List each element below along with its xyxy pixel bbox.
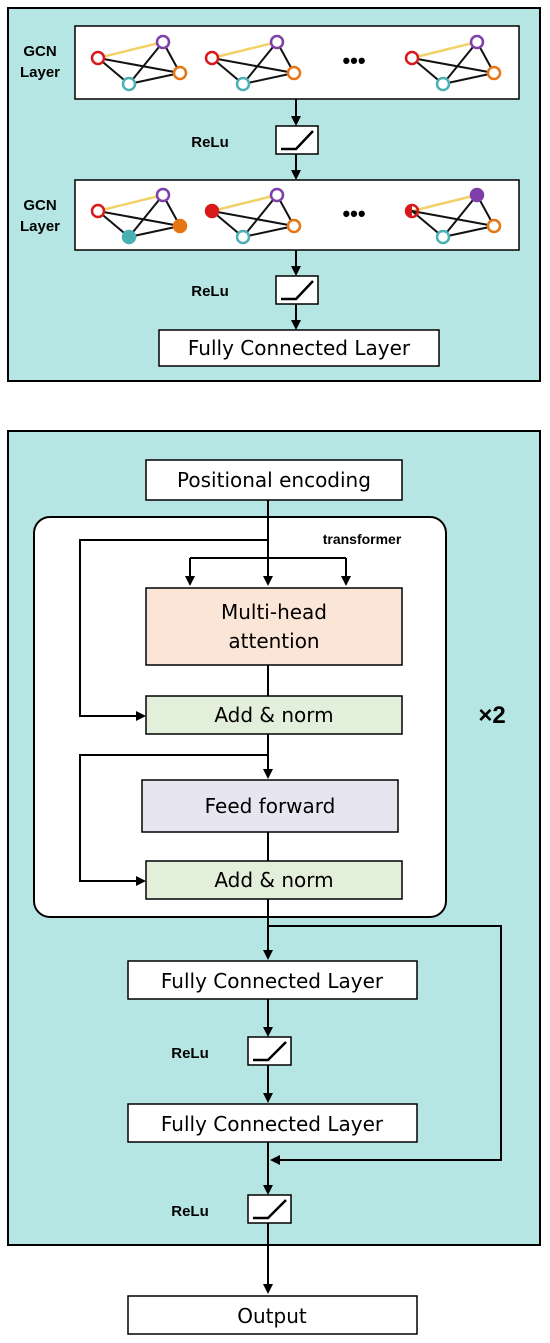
ellipsis-2: ••• xyxy=(342,201,365,226)
relu-activation-icon xyxy=(275,125,319,155)
output-box xyxy=(127,1295,418,1335)
multi-head-attention-label-line1: Multi-head xyxy=(221,600,327,624)
add-norm-label-2: Add & norm xyxy=(214,868,333,892)
output-label: Output xyxy=(237,1304,307,1328)
graph-icon xyxy=(90,187,188,245)
graph-icon xyxy=(404,34,502,92)
multi-head-attention-label-line2: attention xyxy=(228,629,319,653)
relu-label-3: ReLu xyxy=(171,1045,209,1062)
transformer-fully-connected-layer-2 xyxy=(127,1103,418,1143)
add-norm-label-1: Add & norm xyxy=(214,703,333,727)
gcn-layer-1-label-line1: GCN xyxy=(23,43,56,60)
transformer-fully-connected-layer-1-label: Fully Connected Layer xyxy=(161,969,384,993)
ellipsis-1: ••• xyxy=(342,48,365,73)
graph-icon xyxy=(90,34,188,92)
gcn-layer-1-box xyxy=(74,25,520,100)
feed-forward-label: Feed forward xyxy=(205,794,336,818)
graph-icon xyxy=(204,34,302,92)
relu-activation-icon xyxy=(275,275,319,305)
add-norm-box-1 xyxy=(145,695,403,735)
gcn-fully-connected-layer-label: Fully Connected Layer xyxy=(188,336,411,360)
relu-label-4: ReLu xyxy=(171,1203,209,1220)
gcn-layer-2-box xyxy=(74,179,520,251)
gcn-layer-2-label-line1: GCN xyxy=(23,197,56,214)
relu-activation-icon xyxy=(247,1194,292,1224)
positional-encoding-box xyxy=(145,459,403,501)
gcn-fully-connected-layer xyxy=(158,329,440,367)
relu-label-1: ReLu xyxy=(191,134,229,151)
gcn-layer-1-label-line2: Layer xyxy=(20,64,60,81)
graph-icon xyxy=(404,187,502,245)
positional-encoding-label: Positional encoding xyxy=(177,468,371,492)
relu-activation-icon xyxy=(247,1036,292,1066)
multi-head-attention-box xyxy=(145,587,403,666)
gcn-layer-2-label-line2: Layer xyxy=(20,218,60,235)
add-norm-box-2 xyxy=(145,860,403,900)
graph-icon xyxy=(204,187,302,245)
transformer-label: transformer xyxy=(323,531,402,547)
feed-forward-box xyxy=(141,779,399,833)
transformer-fully-connected-layer-2-label: Fully Connected Layer xyxy=(161,1112,384,1136)
relu-label-2: ReLu xyxy=(191,283,229,300)
transformer-fully-connected-layer-1 xyxy=(127,960,418,1000)
repeat-x2-label: ×2 xyxy=(478,702,505,729)
